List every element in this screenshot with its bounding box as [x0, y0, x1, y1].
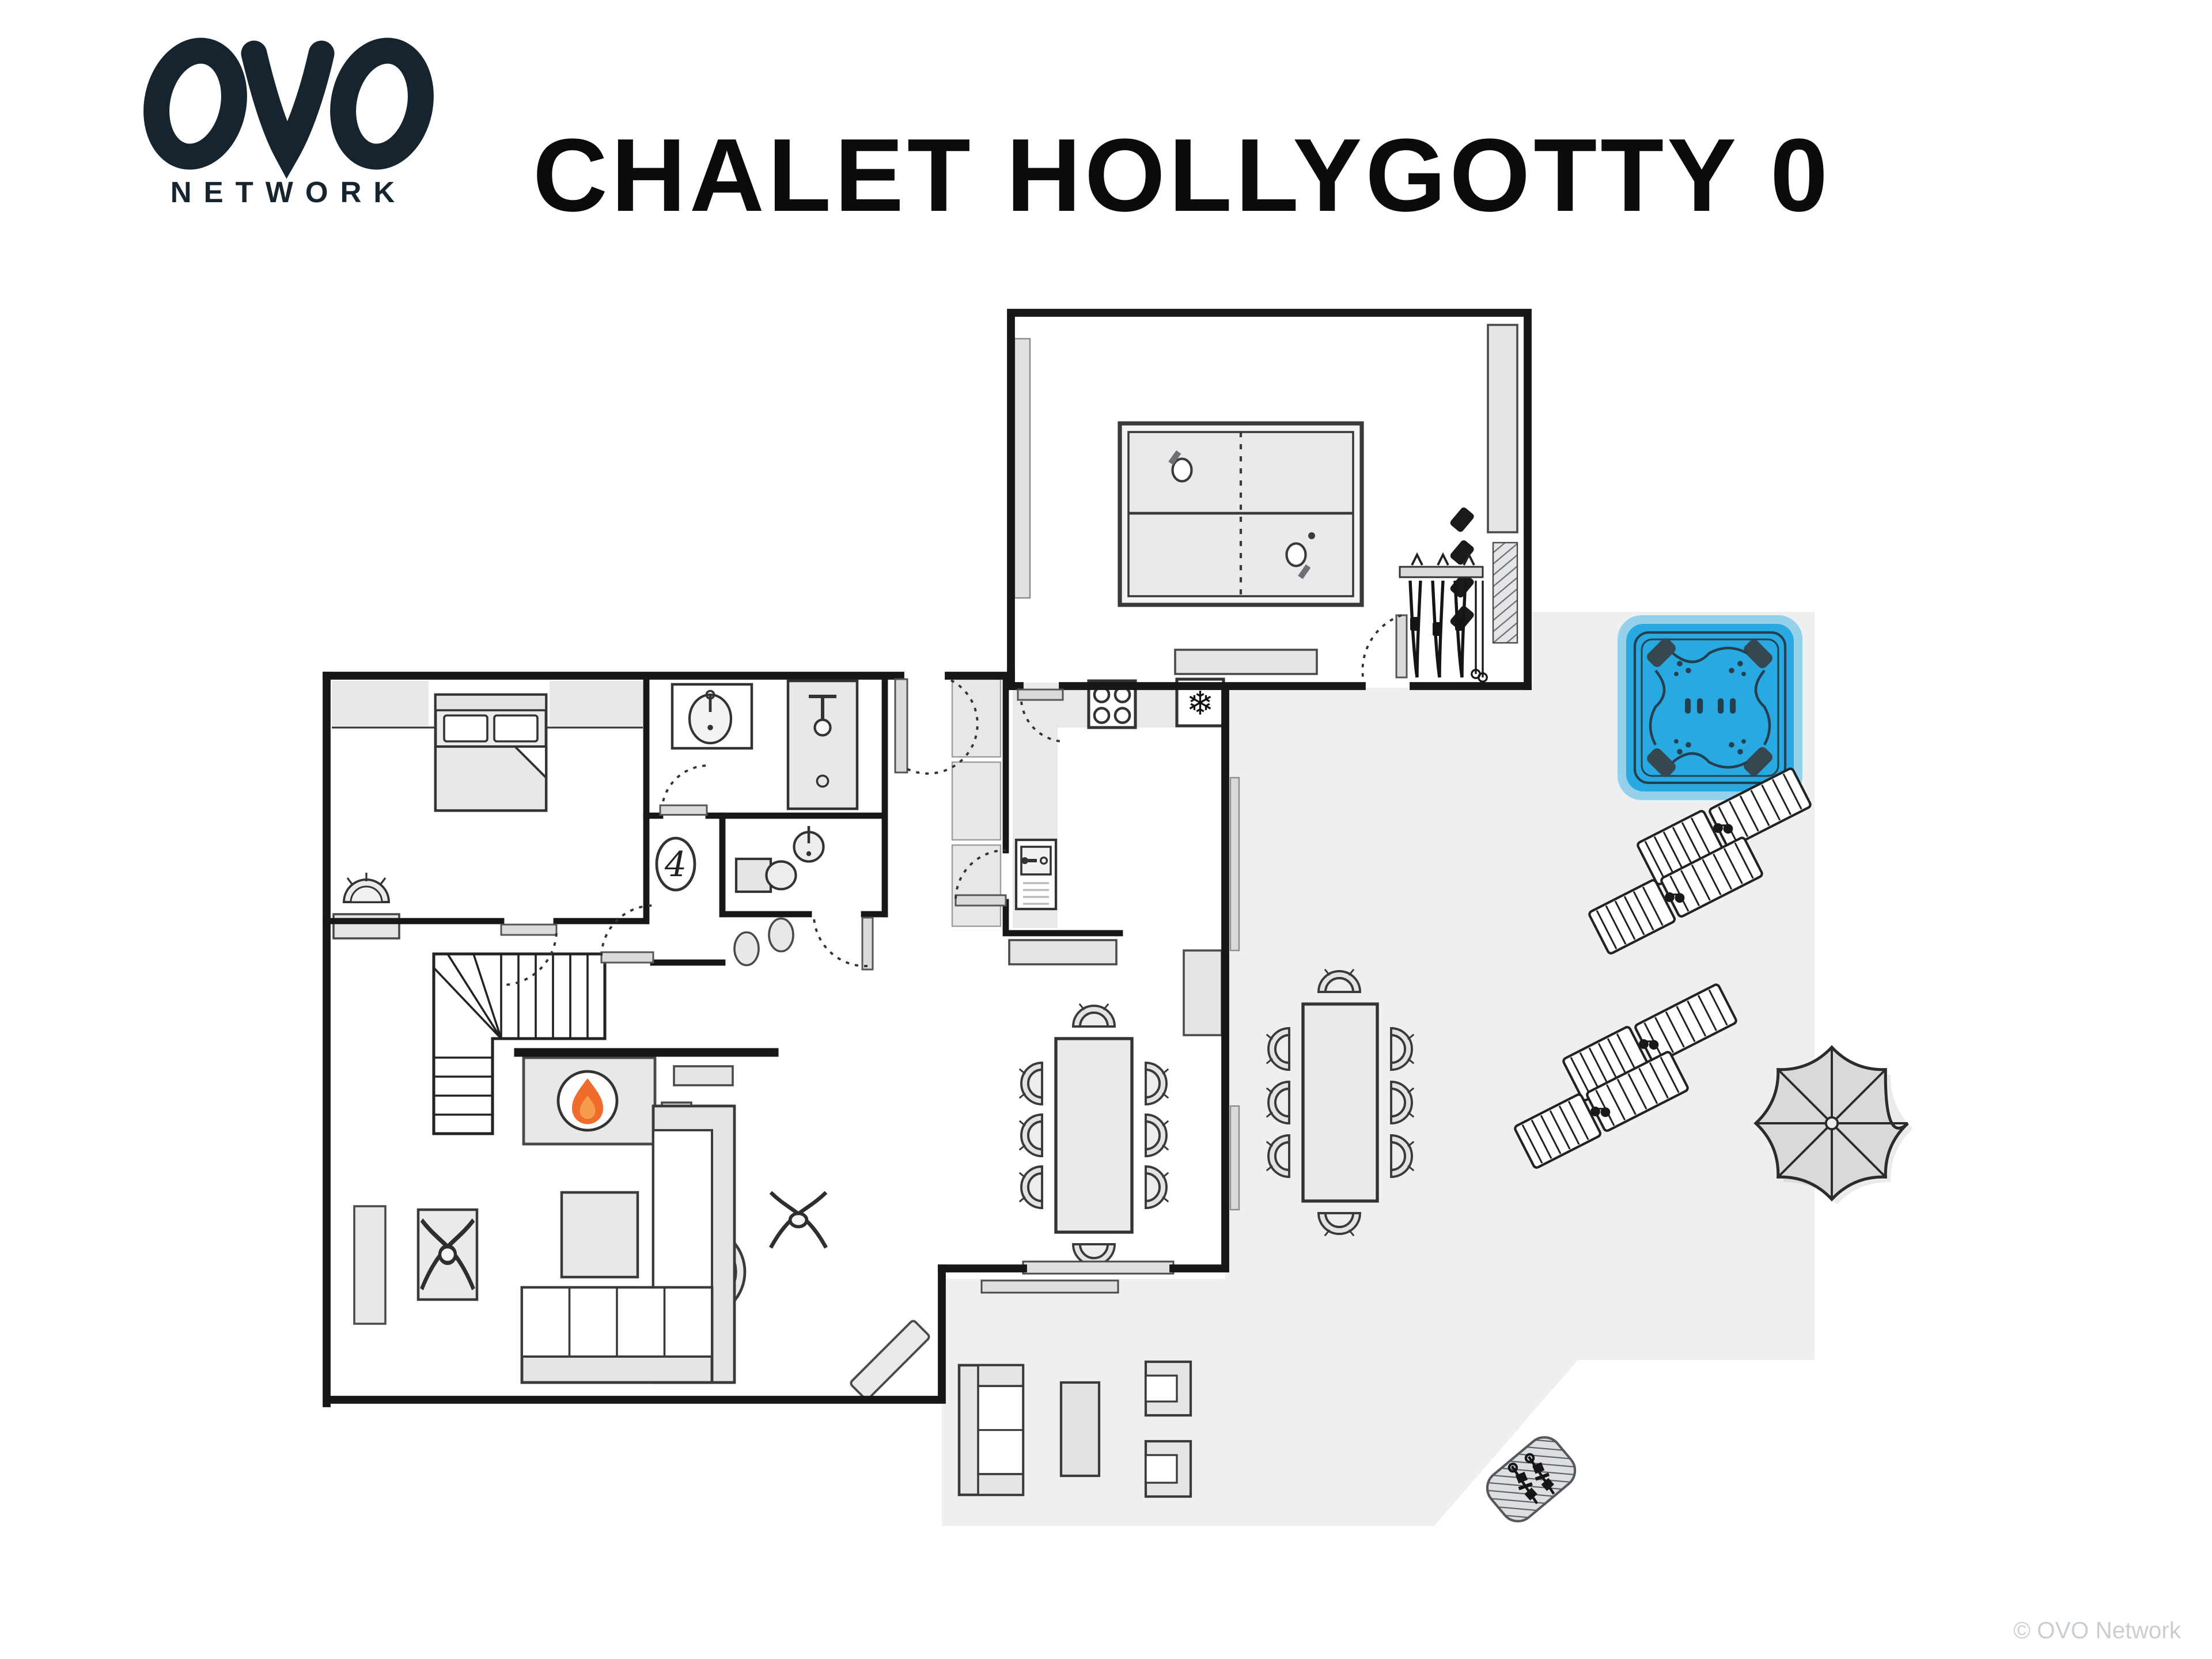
pouf-icon — [771, 1192, 826, 1248]
bathroom — [671, 679, 859, 810]
duvet-fold-icon — [512, 745, 547, 781]
bedroom-number-badge: 4 — [655, 836, 696, 892]
terrace-furniture — [957, 615, 1913, 1522]
wardrobe-icon — [550, 681, 643, 726]
kitchen-walls — [1002, 672, 1123, 937]
outdoor-chair-icon — [1144, 1360, 1192, 1417]
games-room — [1013, 316, 1524, 683]
double-bed-icon — [434, 693, 548, 812]
games-room-walls — [1007, 309, 1532, 690]
kitchen: ❄ — [1008, 677, 1225, 965]
shower-icon — [786, 679, 859, 810]
living-room-door-icon — [600, 904, 654, 964]
sofa-icon — [520, 1104, 736, 1384]
living-room — [353, 952, 930, 1400]
windows — [1229, 777, 1240, 1211]
coffee-table-icon — [560, 1191, 639, 1279]
bedroom-door-icon — [500, 923, 558, 986]
sink-icon — [671, 683, 753, 750]
small-sink-icon — [793, 826, 825, 863]
wardrobe-icon — [332, 681, 429, 726]
pillow-icon — [493, 714, 539, 743]
paddle-icon — [1168, 450, 1193, 483]
boot-rack-icon — [1492, 541, 1518, 644]
dining-walls — [938, 684, 1229, 1272]
outdoor-chair-icon — [1144, 1440, 1192, 1498]
outdoor-dining-set — [1265, 968, 1415, 1237]
ping-pong-table-icon — [1118, 421, 1364, 607]
paddle-icon — [1285, 532, 1315, 579]
wc-door-icon — [813, 916, 874, 971]
sliding-door-icon — [1022, 1260, 1175, 1275]
doors — [500, 614, 1408, 986]
sideboard-icon — [1183, 949, 1223, 1036]
parasol-icon — [1753, 1045, 1913, 1205]
sideboard-icon — [1008, 939, 1118, 965]
walls — [323, 309, 1532, 1407]
cupboard-icon — [1487, 324, 1518, 533]
logo-subtitle: NETWORK — [171, 176, 407, 209]
window-icon — [1229, 777, 1240, 952]
ottoman-icon — [768, 917, 794, 953]
header: NETWORK CHALET HOLLYGOTTY 0 — [143, 37, 1831, 233]
logo-o-left — [143, 37, 247, 170]
wc — [734, 826, 825, 893]
oven-icon — [1014, 838, 1058, 911]
terrace-door-icon — [1361, 614, 1408, 681]
armchair-icon — [343, 873, 390, 903]
snowflake-icon: ❄ — [1187, 685, 1214, 723]
sliding-door-icon — [980, 1279, 1119, 1294]
barbecue-icon — [1486, 1436, 1577, 1522]
logo-v — [241, 40, 335, 179]
logo-o-right — [330, 37, 434, 170]
watermark: © OVO Network — [2013, 1617, 2181, 1643]
staircase-icon — [432, 952, 607, 1135]
dining-table-icon — [1054, 1037, 1134, 1234]
ottoman-icon — [733, 931, 760, 967]
window-icon — [1013, 338, 1031, 599]
wc-walls — [719, 812, 888, 918]
outdoor-sofa-icon — [957, 1363, 1025, 1497]
window-icon — [1229, 1105, 1240, 1211]
bench-icon — [1174, 649, 1318, 675]
toilet-icon — [734, 857, 797, 893]
hot-tub-icon — [1618, 615, 1802, 800]
west-south-walls — [323, 672, 946, 1407]
ski-rack-icon — [1399, 552, 1488, 683]
closet-icon — [951, 678, 1002, 927]
dining-room — [980, 949, 1223, 1294]
bathroom-walls — [643, 672, 888, 918]
kitchen-door-icon — [955, 849, 1007, 907]
corner-bench-icon — [850, 1320, 930, 1400]
ovo-logo: NETWORK — [143, 37, 434, 209]
tv-shelf-icon — [673, 1065, 734, 1086]
side-table-icon — [332, 913, 400, 940]
entry-door-icon — [894, 678, 979, 775]
fireplace-icon — [522, 1056, 657, 1146]
bedroom-walls — [323, 672, 650, 925]
tv-unit-icon — [353, 1205, 387, 1325]
bedroom-4 — [332, 681, 643, 940]
floor-cushion-icon — [416, 1208, 479, 1301]
svg-text:4: 4 — [664, 844, 687, 885]
pillow-icon — [443, 714, 488, 743]
door-icon — [1017, 688, 1064, 743]
outdoor-coffee-table-icon — [1059, 1381, 1101, 1478]
hallway: 4 — [655, 678, 1002, 967]
page-title: CHALET HOLLYGOTTY 0 — [533, 118, 1831, 233]
outdoor-table-icon — [1301, 1002, 1379, 1203]
bathroom-door-icon — [659, 764, 708, 816]
